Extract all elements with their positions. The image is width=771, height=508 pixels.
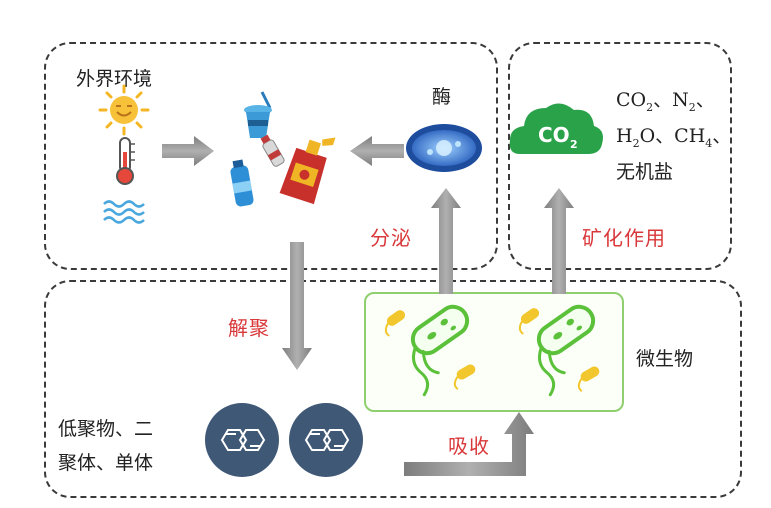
external-environment-label: 外界环境 [76,68,153,90]
mineral-formula: CO2、N2、 H2O、CH4、 无机盐 [616,86,731,186]
arrow-microbe-mineralization [544,188,574,294]
co2-cloud-icon: CO 2 [509,103,603,154]
external-environment-box [44,42,498,270]
arrow-environment-to-plastics [162,136,214,166]
enzyme-label: 酶 [432,86,452,108]
bacteria-icon [384,304,600,397]
sun-icon [98,84,150,136]
microorganism-region-box [44,280,742,498]
thermometer-icon [116,137,135,185]
mineral-line-2: H2O、CH4、 [616,124,732,150]
secretion-label: 分泌 [370,226,412,250]
arrow-absorption [404,412,534,476]
products-label-line2: 聚体、单体 [58,452,154,474]
co2-cloud-text: CO [538,123,570,147]
mineral-line-3: 无机盐 [616,160,674,183]
mineral-products-box [508,42,732,270]
mineral-line-1: CO2、N2、 [616,89,715,114]
arrow-enzyme-to-plastics [350,136,404,166]
molecule-icon-2 [289,403,363,477]
plastic-waste-icon [230,91,336,207]
depolymerization-label: 解聚 [228,316,270,340]
mineralization-label: 矿化作用 [582,226,666,250]
products-label-line1: 低聚物、二 [58,418,154,440]
co2-cloud-subscript: 2 [570,138,578,151]
arrow-microbe-secretes-enzyme [431,188,461,294]
absorption-label: 吸收 [448,434,490,458]
enzyme-icon [406,124,482,172]
microorganism-label: 微生物 [636,348,694,370]
molecule-icon-1 [205,403,279,477]
arrow-depolymerization [282,242,312,370]
water-waves-icon [103,200,145,224]
